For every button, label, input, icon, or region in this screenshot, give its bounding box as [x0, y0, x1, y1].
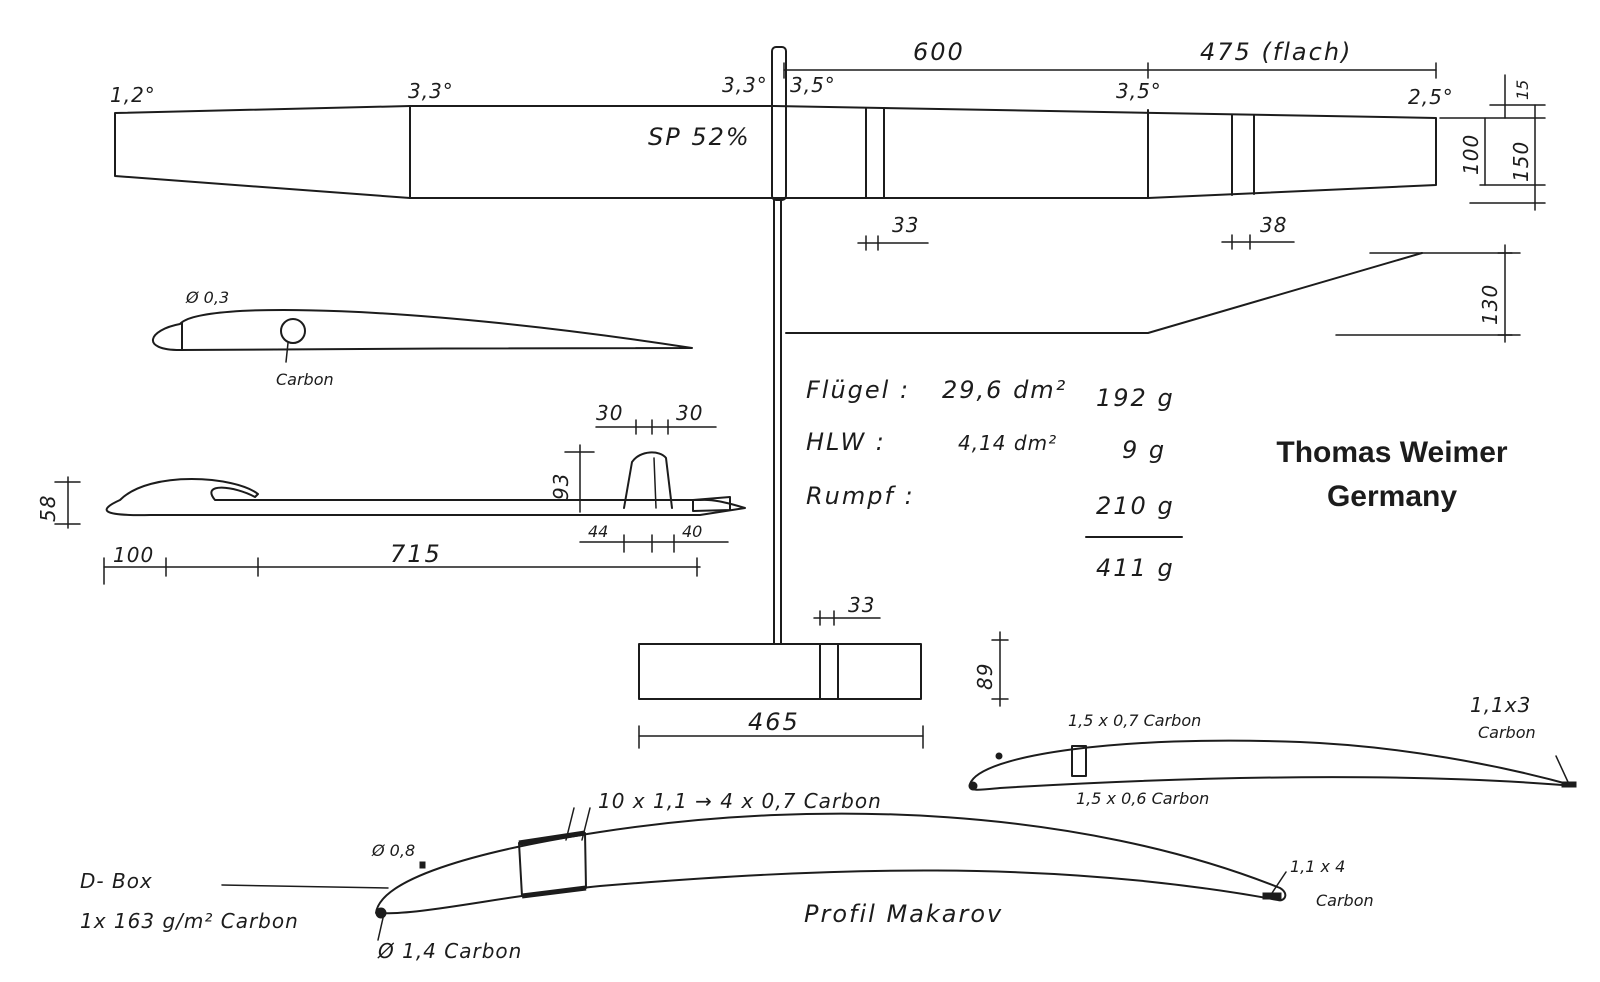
label-fuse-715: 715: [390, 540, 442, 568]
main-le-carbon: Ø 1,4 Carbon: [377, 939, 522, 963]
main-spar-leader-b: [581, 807, 591, 841]
main-spar-leader-a: [565, 807, 575, 841]
wing-dihedral-view: 130: [785, 244, 1521, 343]
main-te-leader: [1271, 871, 1287, 894]
label-dihedral: 130: [1478, 284, 1502, 325]
tail-section: 1,5 x 0,7 Carbon 1,5 x 0,6 Carbon 1,1x3 …: [968, 693, 1577, 808]
wing-section-spar-circle: [280, 318, 306, 344]
wing-outline-right: [773, 105, 1437, 199]
wing-section-outline: [152, 308, 693, 351]
main-profile: 10 x 1,1 → 4 x 0,7 Carbon Ø 0,8 D- Box 1…: [80, 789, 1374, 963]
label-root-left: 3,3°: [722, 73, 768, 97]
main-le-leader: [377, 917, 384, 941]
wing-dimensions: [783, 62, 1546, 251]
weights-table: Flügel : 29,6 dm² 192 g HLW : 4,14 dm² 9…: [806, 376, 1183, 582]
label-dim-100: 100: [1459, 134, 1483, 175]
tail-te-carbon: Carbon: [1478, 723, 1536, 742]
tail-spar-box: [1071, 745, 1087, 777]
main-spar-cap-bot: [521, 885, 587, 899]
main-profile-name: Profil Makarov: [804, 900, 1003, 928]
main-le-top-mark: [419, 861, 426, 869]
tail-te-leader: [1555, 755, 1569, 783]
author-name: Thomas Weimer: [1276, 436, 1508, 469]
wing-outline-left: [114, 105, 775, 199]
wing-section: Ø 0,3 Carbon: [152, 288, 693, 389]
label-fuse-100: 100: [113, 543, 154, 567]
label-stab-89: 89: [973, 663, 997, 690]
label-fuse-30b: 30: [676, 401, 703, 425]
label-dim-475: 475 (flach): [1200, 38, 1352, 66]
weights-fluegel-area: 29,6 dm²: [942, 376, 1067, 404]
wing-planform: [114, 105, 1437, 199]
label-spoiler-left: 33: [892, 213, 919, 237]
tail-section-outline: [968, 739, 1576, 791]
main-dbox-label: D- Box: [80, 869, 153, 893]
fin-outline: [623, 451, 673, 509]
main-spar-label: 10 x 1,1 → 4 x 0,7 Carbon: [598, 789, 882, 813]
main-te-size: 1,1 x 4: [1290, 857, 1345, 876]
weights-hlw-area: 4,14 dm²: [958, 431, 1057, 455]
label-fuse-44: 44: [588, 522, 608, 541]
tail-te-size: 1,1x3: [1470, 693, 1531, 717]
label-break-left: 3,3°: [408, 79, 454, 103]
main-le-dia: Ø 0,8: [371, 841, 415, 860]
main-spar-cap-top: [518, 830, 586, 846]
tail-le-dot: [968, 781, 978, 791]
fuselage-top-view: [771, 46, 787, 645]
stabilizer-outline: [638, 643, 922, 700]
label-dim-600: 600: [913, 38, 965, 66]
fuselage-nose-top: [771, 46, 787, 201]
wing-section-carbon-leader: [285, 342, 289, 363]
tail-top-dot: [995, 752, 1003, 760]
label-tip-left: 1,2°: [110, 83, 156, 107]
wing-section-carbon: Carbon: [276, 370, 334, 389]
label-break-right: 3,5°: [1116, 79, 1162, 103]
label-stab-465: 465: [748, 708, 800, 736]
main-le-dot: [375, 907, 387, 919]
wing-section-spar-dia: Ø 0,3: [185, 288, 229, 307]
label-stab-33: 33: [848, 593, 875, 617]
stab-mount: [692, 496, 731, 512]
dihedral-line: [785, 252, 1423, 334]
main-dbox-leader: [221, 884, 389, 889]
label-fuse-30a: 30: [596, 401, 623, 425]
wing-angle-labels: 1,2° 3,3° 3,3° 3,5° 3,5° 2,5° SP 52% 600…: [110, 38, 1533, 237]
tail-te-strip: [1561, 781, 1577, 788]
author-country: Germany: [1327, 480, 1457, 513]
main-te-strip: [1262, 892, 1282, 900]
tail-spar-bottom: 1,5 x 0,6 Carbon: [1076, 789, 1209, 808]
weights-fluegel-label: Flügel :: [806, 376, 910, 404]
fuselage-outline: [105, 478, 746, 517]
main-profile-outline: [375, 812, 1287, 915]
author-block: Thomas Weimer Germany: [1276, 436, 1508, 513]
label-dim-15: 15: [1513, 80, 1532, 100]
label-tip-right: 2,5°: [1408, 85, 1454, 109]
fuselage-side-view: 30 30 93 58 44 40 100 715: [36, 401, 746, 585]
label-dim-150: 150: [1509, 141, 1533, 182]
label-fuse-93: 93: [549, 473, 573, 500]
label-fuse-40: 40: [682, 522, 702, 541]
tail-spar-top: 1,5 x 0,7 Carbon: [1068, 711, 1201, 730]
weights-hlw-mass: 9 g: [1122, 436, 1166, 464]
fin-hinge-line: [653, 457, 657, 509]
label-fuse-58: 58: [36, 495, 60, 522]
label-spoiler-right: 38: [1260, 213, 1287, 237]
weights-total-mass: 411 g: [1096, 554, 1175, 582]
main-te-carbon: Carbon: [1316, 891, 1374, 910]
label-root-right: 3,5°: [790, 73, 836, 97]
weights-rumpf-mass: 210 g: [1096, 492, 1175, 520]
label-cg: SP 52%: [648, 123, 751, 151]
weights-rumpf-label: Rumpf :: [806, 482, 915, 510]
weights-fluegel-mass: 192 g: [1096, 384, 1175, 412]
stabilizer-planform: 33 465 89: [638, 593, 1009, 749]
main-dbox-spec: 1x 163 g/m² Carbon: [80, 909, 299, 933]
weights-hlw-label: HLW :: [806, 428, 886, 456]
